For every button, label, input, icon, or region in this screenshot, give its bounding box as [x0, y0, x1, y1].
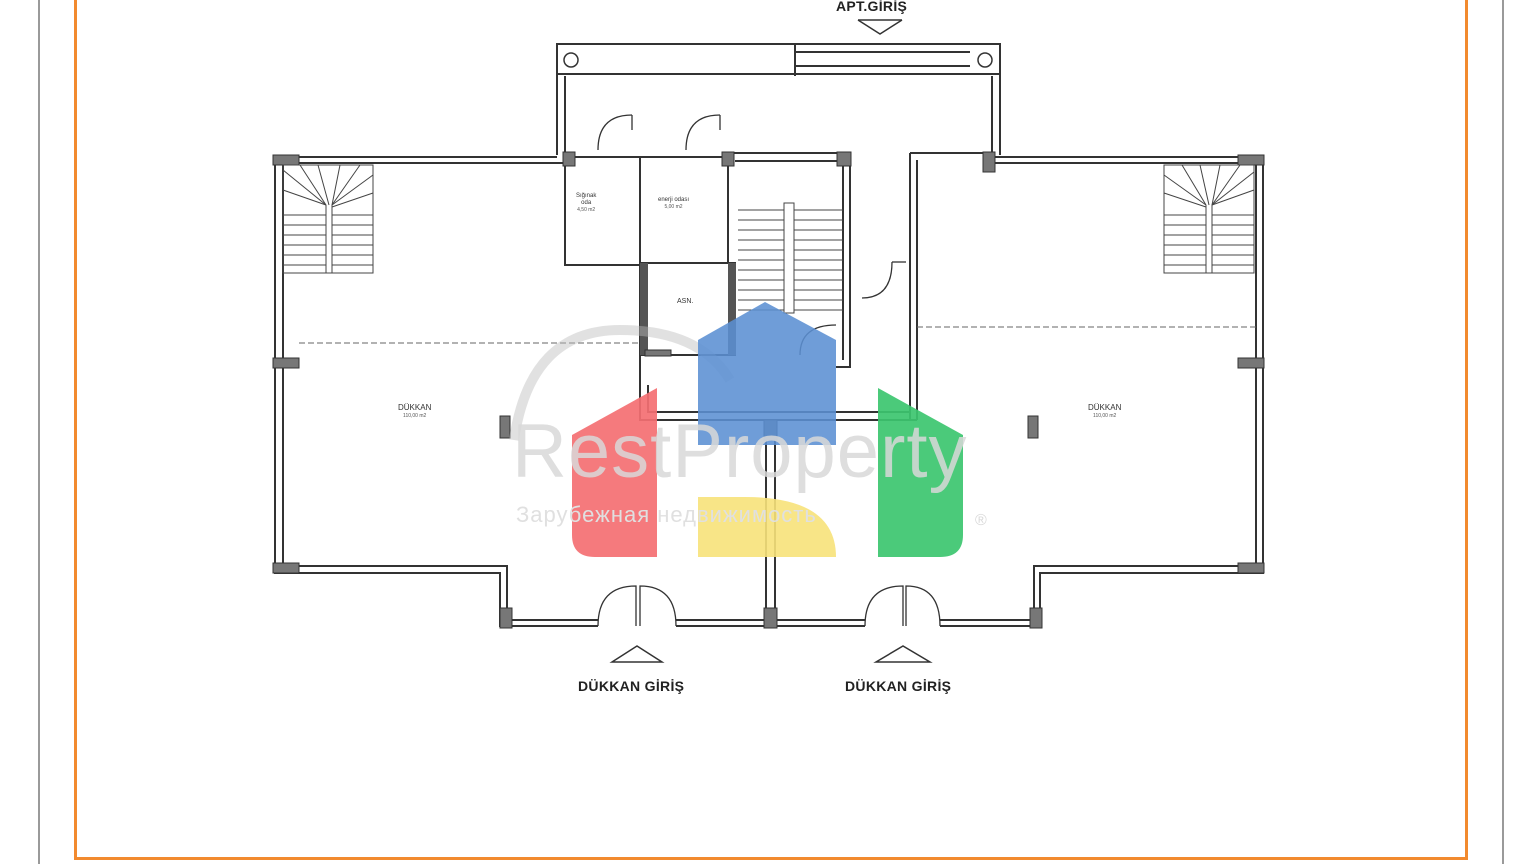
watermark-tagline: Зарубежная недвижимость — [516, 502, 817, 527]
main-staircase — [738, 202, 843, 314]
page-border-left — [38, 0, 40, 864]
walls — [274, 43, 1264, 627]
logo-red-icon — [572, 388, 657, 557]
left-shop-wall — [274, 156, 598, 627]
hatched-walls — [640, 263, 736, 355]
apartment-entrance-label: APT.GİRİŞ — [836, 0, 908, 14]
canopy-posts — [563, 52, 993, 68]
right-shop-area: 110,00 m2 — [1093, 413, 1117, 419]
right-staircase — [1163, 164, 1255, 274]
right-shop-label: DÜKKAN 110,00 m2 — [1088, 403, 1121, 421]
energy-room-label: enerji odası 5,00 m2 — [658, 197, 689, 211]
right-shop-wall — [940, 156, 1264, 627]
page-border-right — [1502, 0, 1504, 864]
logo-yellow-icon — [698, 497, 836, 557]
left-staircase — [282, 164, 374, 274]
energy-room-name: enerji odası — [658, 197, 690, 203]
doors — [597, 114, 941, 627]
entrance-canopy — [556, 43, 1001, 75]
shelter-room-area: 4,50 m2 — [577, 207, 596, 213]
watermark-brand: RestProperty — [512, 409, 968, 494]
shelter-room-name2: oda — [581, 200, 592, 206]
columns — [272, 151, 1265, 629]
logo-blue-icon — [698, 302, 836, 445]
left-shop-area: 110,00 m2 — [403, 413, 427, 419]
watermark-registered: ® — [975, 512, 987, 529]
right-shop-name: DÜKKAN — [1088, 403, 1122, 412]
logo-green-icon — [878, 388, 963, 557]
left-shop-name: DÜKKAN — [398, 403, 432, 412]
left-shop-label: DÜKKAN 110,00 m2 — [398, 403, 431, 421]
dashed-lines — [299, 326, 1256, 344]
entrance-arrows — [609, 19, 933, 663]
drawing-frame — [74, 0, 1468, 860]
right-shop-entrance-label: DÜKKAN GİRİŞ — [845, 678, 952, 694]
shelter-room-label: Sığınak oda 4,50 m2 — [576, 193, 596, 214]
elevator-label: ASN. — [677, 298, 694, 305]
energy-room-area: 5,00 m2 — [664, 204, 683, 210]
shelter-room-name: Sığınak — [576, 193, 597, 199]
left-shop-entrance-label: DÜKKAN GİRİŞ — [578, 678, 685, 694]
